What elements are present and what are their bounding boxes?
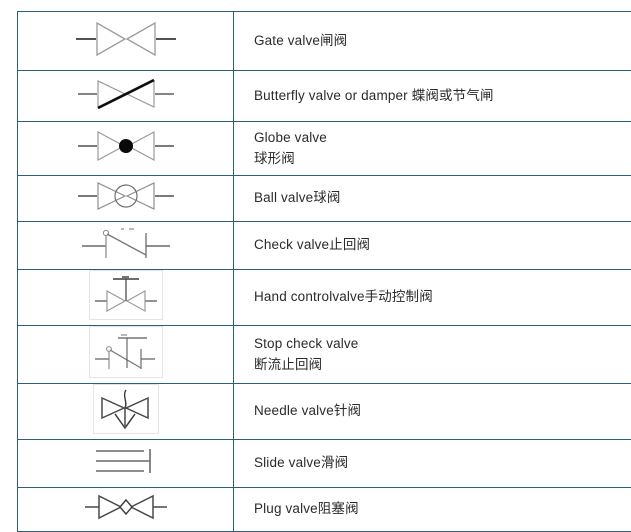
symbol-cell [18, 71, 234, 122]
symbol-cell [18, 270, 234, 326]
table-row: Check valve止回阀 [18, 222, 631, 270]
needle-valve-symbol [93, 384, 159, 434]
table-row: Ball valve球阀 [18, 176, 631, 222]
valve-label-line2: 球形阀 [254, 149, 630, 170]
hand-control-valve-symbol [89, 270, 163, 320]
table-row: Stop check valve 断流止回阀 [18, 326, 631, 384]
description-cell: Needle valve针阀 [234, 384, 631, 440]
symbol-cell [18, 222, 234, 270]
valve-label-line1: Needle valve针阀 [254, 403, 361, 418]
check-valve-symbol [66, 222, 186, 264]
description-cell: Plug valve阻塞阀 [234, 488, 631, 532]
table-row: Gate valve闸阀 [18, 12, 631, 71]
description-cell: Slide valve滑阀 [234, 440, 631, 488]
description-cell: Butterfly valve or damper 蝶阀或节气闸 [234, 71, 631, 122]
symbol-cell [18, 488, 234, 532]
symbol-cell [18, 176, 234, 222]
description-cell: Stop check valve 断流止回阀 [234, 326, 631, 384]
valve-label-line1: Ball valve球阀 [254, 190, 341, 205]
valve-label-line1: Slide valve滑阀 [254, 455, 348, 470]
valve-label-line1: Globe valve [254, 130, 327, 145]
slide-valve-symbol [86, 444, 166, 478]
table-row: Butterfly valve or damper 蝶阀或节气闸 [18, 71, 631, 122]
stop-check-valve-symbol [89, 326, 163, 378]
valve-label-line1: Gate valve闸阀 [254, 33, 347, 48]
symbol-cell [18, 440, 234, 488]
description-cell: Globe valve 球形阀 [234, 122, 631, 176]
gate-valve-symbol [66, 17, 186, 61]
symbol-cell [18, 326, 234, 384]
plug-valve-symbol [71, 489, 181, 525]
table-row: Globe valve 球形阀 [18, 122, 631, 176]
symbol-cell [18, 384, 234, 440]
symbol-cell [18, 122, 234, 176]
valve-label-line1: Stop check valve [254, 336, 358, 351]
valve-label-line1: Butterfly valve or damper 蝶阀或节气闸 [254, 88, 494, 103]
symbol-cell [18, 12, 234, 71]
table-row: Hand controlvalve手动控制阀 [18, 270, 631, 326]
table-row: Slide valve滑阀 [18, 440, 631, 488]
valve-table-body: Gate valve闸阀 [18, 12, 631, 532]
ball-valve-symbol [66, 176, 186, 216]
valve-label-line1: Plug valve阻塞阀 [254, 501, 359, 516]
description-cell: Hand controlvalve手动控制阀 [234, 270, 631, 326]
table-row: Needle valve针阀 [18, 384, 631, 440]
description-cell: Ball valve球阀 [234, 176, 631, 222]
globe-valve-symbol [66, 126, 186, 166]
valve-symbol-table: Gate valve闸阀 [17, 11, 631, 532]
description-cell: Check valve止回阀 [234, 222, 631, 270]
valve-label-line1: Hand controlvalve手动控制阀 [254, 289, 433, 304]
table-row: Plug valve阻塞阀 [18, 488, 631, 532]
description-cell: Gate valve闸阀 [234, 12, 631, 71]
butterfly-valve-symbol [66, 74, 186, 114]
valve-label-line2: 断流止回阀 [254, 355, 630, 376]
valve-label-line1: Check valve止回阀 [254, 237, 370, 252]
